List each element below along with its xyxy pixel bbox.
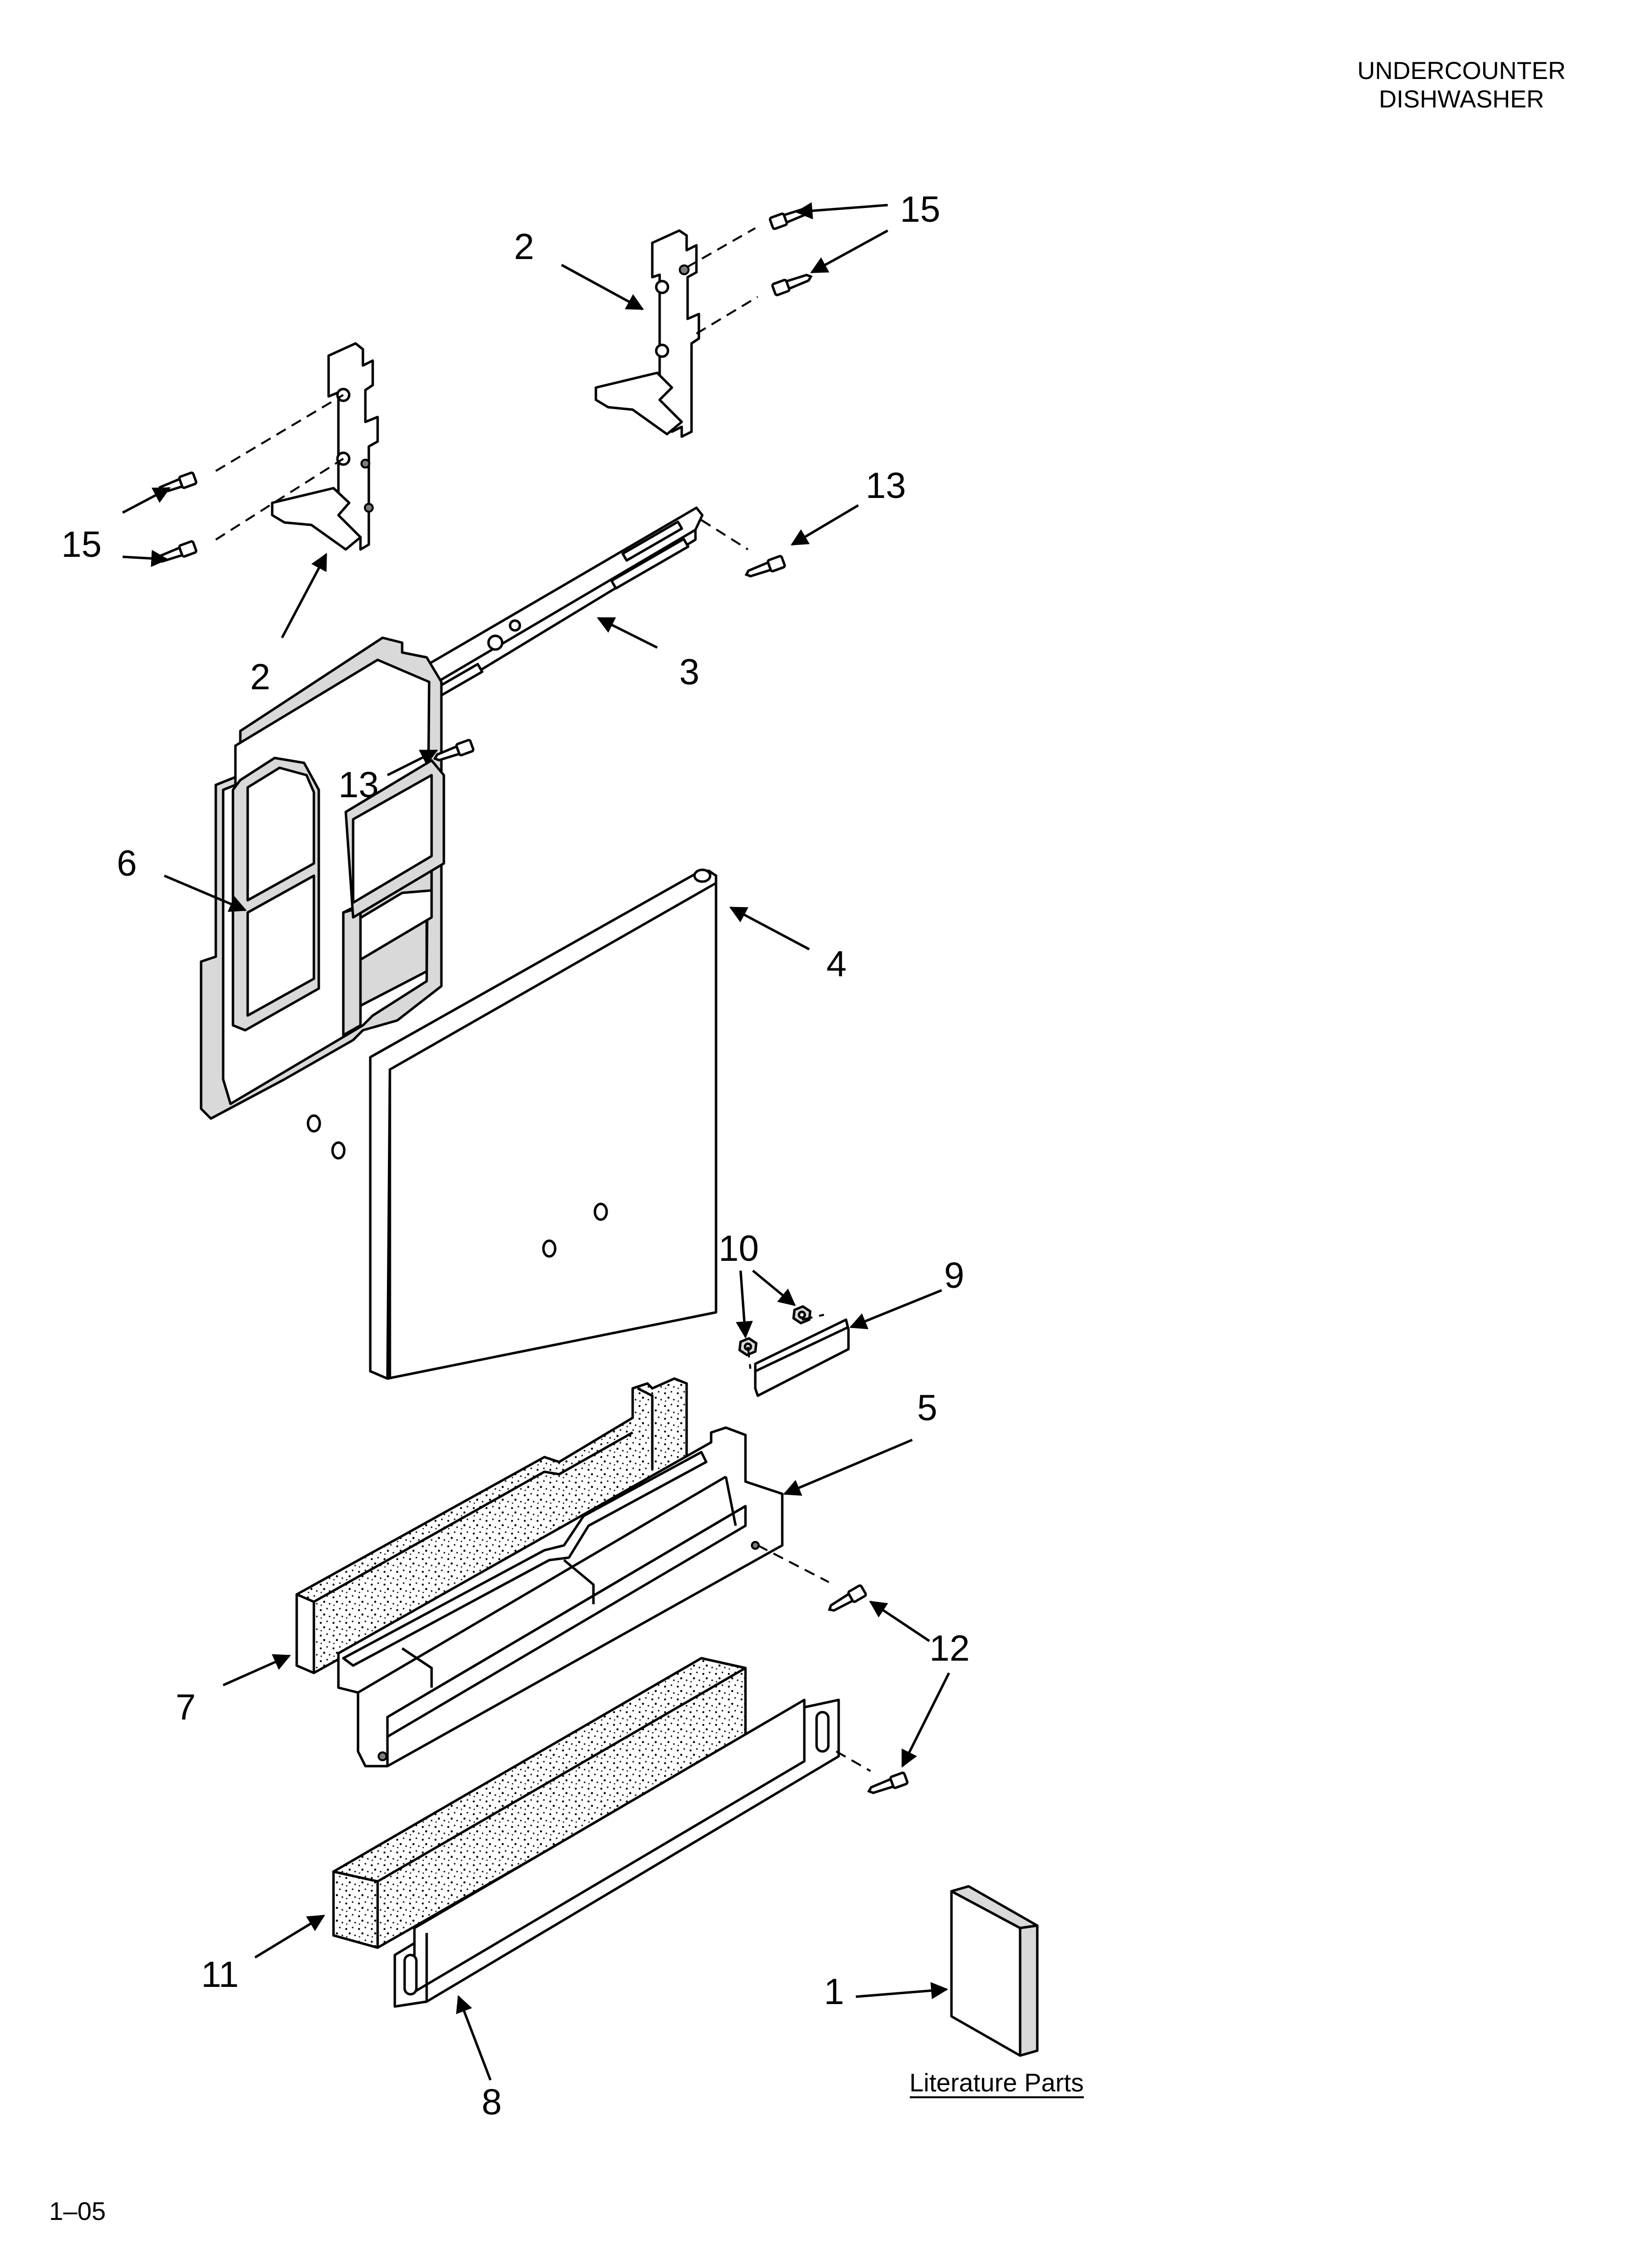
literature-parts-caption: Literature Parts xyxy=(909,2069,1084,2097)
callout-15-left: 15 xyxy=(61,524,102,565)
callout-1: 1 xyxy=(824,1971,844,2012)
kickplate-bracket xyxy=(337,1426,784,1768)
callout-11: 11 xyxy=(201,1954,239,1995)
screw-12-lower xyxy=(867,1772,909,1795)
callout-numbers: 15 2 15 2 13 3 13 6 4 10 9 5 12 7 11 1 8 xyxy=(61,189,970,2122)
header-line-2: DISHWASHER xyxy=(1379,85,1544,113)
callout-15-top: 15 xyxy=(900,189,940,230)
diagram-header: UNDERCOUNTER DISHWASHER xyxy=(1324,56,1599,113)
leader-arrows xyxy=(122,202,950,2081)
callout-4: 4 xyxy=(826,943,847,984)
screw-15-top xyxy=(769,207,810,230)
callout-13-left: 13 xyxy=(338,764,379,805)
toe-plate xyxy=(393,1698,840,2008)
lower-foam-block xyxy=(332,1657,747,1949)
screw-12-upper xyxy=(827,1584,867,1612)
screw-15-mid xyxy=(771,273,813,296)
callout-13-right: 13 xyxy=(866,465,906,506)
callout-5: 5 xyxy=(917,1387,937,1428)
callout-12: 12 xyxy=(929,1628,970,1668)
callout-6: 6 xyxy=(117,843,137,884)
screw-13-right xyxy=(744,555,786,578)
hex-nut-right xyxy=(792,1305,812,1325)
header-line-1: UNDERCOUNTER xyxy=(1357,57,1566,84)
callout-8: 8 xyxy=(482,2082,502,2122)
callout-7: 7 xyxy=(176,1687,196,1727)
callout-10: 10 xyxy=(718,1228,759,1269)
door-handle xyxy=(754,1318,850,1397)
callout-2-left: 2 xyxy=(250,656,270,697)
literature-booklet xyxy=(950,1885,1039,2057)
inner-door-panel xyxy=(200,636,445,1160)
callout-9: 9 xyxy=(944,1255,964,1296)
right-mounting-bracket xyxy=(594,229,700,438)
callout-2-right: 2 xyxy=(514,226,534,267)
callout-3: 3 xyxy=(679,652,699,692)
left-mounting-bracket xyxy=(271,342,379,551)
outer-door-panel xyxy=(369,868,718,1380)
screw-15-left-b xyxy=(156,540,198,563)
assembly-lines xyxy=(215,227,871,1772)
footer-code: 1–05 xyxy=(49,2197,106,2226)
